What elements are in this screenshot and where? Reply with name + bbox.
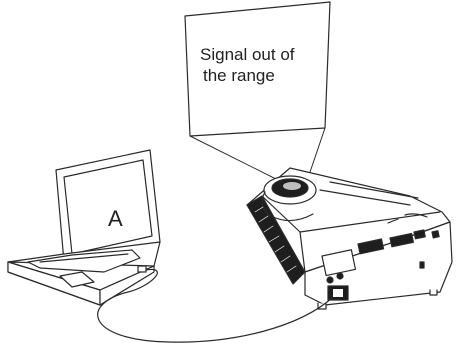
port-audio-icon	[326, 276, 334, 284]
connection-cable	[97, 268, 333, 343]
laptop-screen-label: A	[108, 206, 123, 231]
projection-beam	[189, 127, 326, 183]
lens-assembly	[261, 175, 317, 222]
laptop-display	[63, 159, 153, 255]
port-vga-icon	[357, 238, 385, 255]
projection-screen: Signal out of the range	[184, 1, 331, 137]
screen-message-line1: Signal out of	[200, 45, 295, 64]
laptop: A	[7, 149, 161, 306]
vent-grille	[254, 206, 297, 273]
port-hdmi-icon	[389, 232, 414, 248]
connector-panel	[321, 229, 440, 284]
port-usb-icon	[413, 229, 426, 240]
laptop-touchpad	[59, 271, 95, 288]
screen-message-line2: the range	[203, 66, 275, 85]
projector	[246, 167, 453, 310]
power-socket	[327, 285, 349, 301]
laptop-port-icon	[137, 265, 147, 273]
